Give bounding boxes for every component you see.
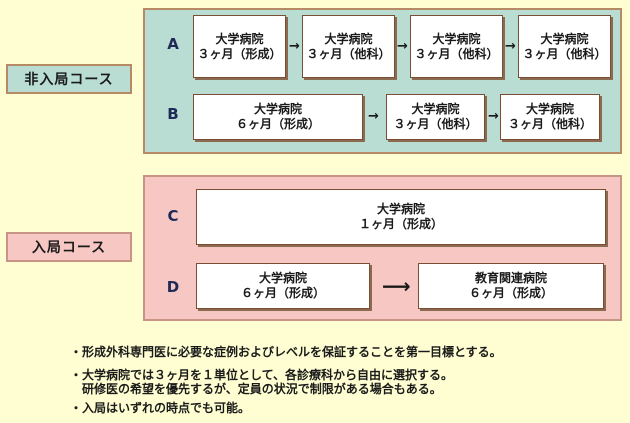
row-b-box-1: 大学病院 ６ヶ月（形成） (193, 94, 363, 140)
note-preference: 研修医の希望を優先するが、定員の状況で制限がある場合もある。 (70, 382, 442, 396)
row-a-arrow-3: → (505, 39, 516, 54)
box-facility: 大学病院 (258, 271, 307, 285)
box-duration: ３ヶ月（形成） (197, 46, 282, 61)
box-facility: 大学病院 (376, 202, 425, 216)
row-a-arrow-1: → (289, 39, 300, 54)
row-letter-a: A (167, 35, 179, 53)
box-facility: 大学病院 (411, 102, 460, 116)
non-irikyoku-course-label: 非入局コース (6, 64, 132, 94)
note-selection: ・大学病院では３ヶ月を１単位として、各診療科から自由に選択する。 (70, 368, 454, 382)
row-b-arrow-2: → (488, 109, 499, 124)
row-b-box-2: 大学病院 ３ヶ月（他科） (386, 94, 485, 140)
row-b-box-3: 大学病院 ３ヶ月（他科） (500, 94, 600, 140)
box-duration: ６ヶ月（形成） (468, 286, 553, 300)
row-letter-b: B (167, 105, 179, 123)
box-facility: 大学病院 (324, 31, 373, 46)
row-letter-c: C (167, 207, 179, 225)
box-duration: ３ヶ月（他科） (507, 117, 592, 131)
note-enrollment: ・入局はいずれの時点でも可能。 (70, 401, 251, 415)
row-d-box-2: 教育関連病院 ６ヶ月（形成） (418, 263, 604, 309)
box-facility: 大学病院 (540, 31, 589, 46)
box-duration: ３ヶ月（他科） (306, 46, 391, 61)
box-facility: 大学病院 (215, 31, 264, 46)
box-facility: 教育関連病院 (474, 271, 547, 285)
row-a-box-1: 大学病院 ３ヶ月（形成） (193, 15, 286, 78)
box-duration: ３ヶ月（他科） (414, 46, 499, 61)
note-goal: ・形成外科専門医に必要な症例およびレベルを保証することを第一目標とする。 (70, 345, 502, 359)
irikyoku-course-label: 入局コース (6, 232, 132, 262)
row-d-box-1: 大学病院 ６ヶ月（形成） (196, 263, 370, 309)
box-facility: 大学病院 (432, 31, 481, 46)
row-a-arrow-2: → (397, 39, 408, 54)
row-a-box-3: 大学病院 ３ヶ月（他科） (410, 15, 503, 78)
box-facility: 大学病院 (253, 102, 302, 116)
row-b-arrow-1: → (368, 109, 379, 124)
box-duration: ６ヶ月（形成） (235, 117, 320, 131)
box-duration: ３ヶ月（他科） (393, 117, 478, 131)
box-duration: １ヶ月（形成） (358, 217, 443, 231)
row-letter-d: D (166, 278, 180, 296)
row-a-box-4: 大学病院 ３ヶ月（他科） (518, 15, 611, 78)
box-duration: ６ヶ月（形成） (240, 286, 325, 300)
box-facility: 大学病院 (525, 102, 574, 116)
row-a-box-2: 大学病院 ３ヶ月（他科） (302, 15, 395, 78)
row-d-arrow-1: ⟶ (382, 274, 411, 298)
row-c-box-1: 大学病院 １ヶ月（形成） (196, 189, 606, 245)
box-duration: ３ヶ月（他科） (522, 46, 607, 61)
